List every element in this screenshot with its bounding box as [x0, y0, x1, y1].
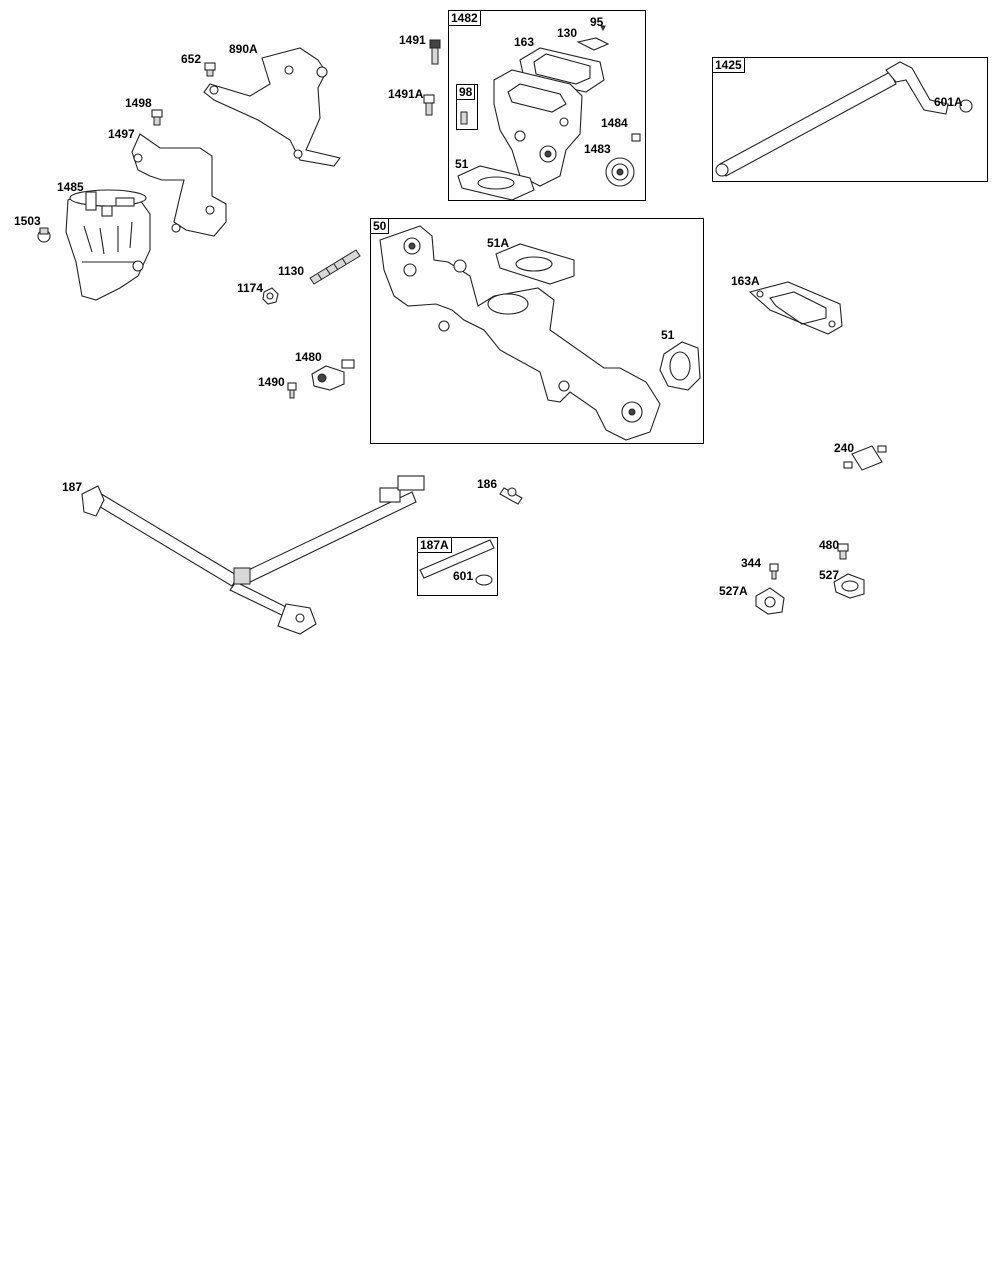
group-tag-1425: 1425 [712, 57, 745, 73]
part-label-1130: 1130 [278, 264, 305, 278]
part-label-652: 652 [181, 52, 202, 66]
part-label-601a: 601A [934, 95, 963, 109]
bolt-1503-drawing [37, 227, 51, 243]
part-label-1483: 1483 [584, 142, 611, 156]
bolt-1498-drawing [151, 109, 163, 126]
part-label-51-manifold: 51 [661, 328, 675, 342]
fuel-filter-240-drawing [843, 445, 887, 471]
part-label-344: 344 [741, 556, 762, 570]
fitting-1480-drawing [311, 359, 355, 391]
bracket-890a-drawing [203, 47, 341, 167]
group-tag-1482: 1482 [448, 10, 481, 26]
part-label-1491a: 1491A [388, 87, 424, 101]
part-label-240: 240 [834, 441, 855, 455]
part-label-186: 186 [477, 477, 498, 491]
fuel-line-187-drawing [81, 475, 425, 635]
connector-186-drawing [499, 487, 523, 505]
carburetor-1482-drawing [457, 25, 641, 201]
bracket-1497-drawing [131, 133, 227, 237]
part-label-51a: 51A [487, 236, 510, 250]
manifold-50-drawing [379, 225, 701, 441]
group-tag-50: 50 [370, 218, 390, 234]
group-tag-187a: 187A [417, 537, 452, 553]
part-label-1484: 1484 [601, 116, 628, 130]
part-label-1490: 1490 [258, 375, 285, 389]
part-label-1480: 1480 [295, 350, 322, 364]
part-label-95: 95 [590, 15, 604, 29]
part-label-1498: 1498 [125, 96, 152, 110]
part-label-1491: 1491 [399, 33, 426, 47]
tube-1425-drawing [715, 61, 973, 177]
part-label-51-carb: 51 [455, 157, 469, 171]
hose-187a-drawing [419, 539, 495, 586]
bolt-1490-drawing [287, 382, 297, 399]
fuel-pump-1485-drawing [65, 189, 151, 301]
group-frame-187a [417, 537, 498, 596]
group-frame-1482 [448, 10, 646, 201]
screw-344-drawing [769, 563, 779, 580]
part-label-163: 163 [514, 35, 535, 49]
part-label-601: 601 [453, 569, 474, 583]
part-label-527a: 527A [719, 584, 748, 598]
part-label-1174: 1174 [237, 281, 264, 295]
clamp-527a-drawing [755, 587, 785, 615]
bolt-480-drawing [837, 543, 849, 560]
subgroup-tag-98: 98 [456, 84, 476, 100]
part-label-130: 130 [557, 26, 578, 40]
part-label-1485: 1485 [57, 180, 84, 194]
bolt-1491a-drawing [423, 94, 435, 116]
part-label-480: 480 [819, 538, 840, 552]
bolt-1491-drawing [429, 39, 441, 65]
nut-1174-drawing [262, 287, 279, 305]
part-label-527: 527 [819, 568, 840, 582]
clip-527-drawing [833, 573, 865, 599]
part-label-163a: 163A [731, 274, 760, 288]
part-label-890a: 890A [229, 42, 258, 56]
part-label-1503: 1503 [14, 214, 41, 228]
bolt-652-drawing [204, 62, 216, 77]
stud-1130-drawing [309, 249, 361, 285]
part-label-187: 187 [62, 480, 83, 494]
part-label-1497: 1497 [108, 127, 135, 141]
group-frame-50 [370, 218, 704, 444]
gasket-163a-drawing [748, 281, 843, 335]
group-frame-1425 [712, 57, 988, 182]
